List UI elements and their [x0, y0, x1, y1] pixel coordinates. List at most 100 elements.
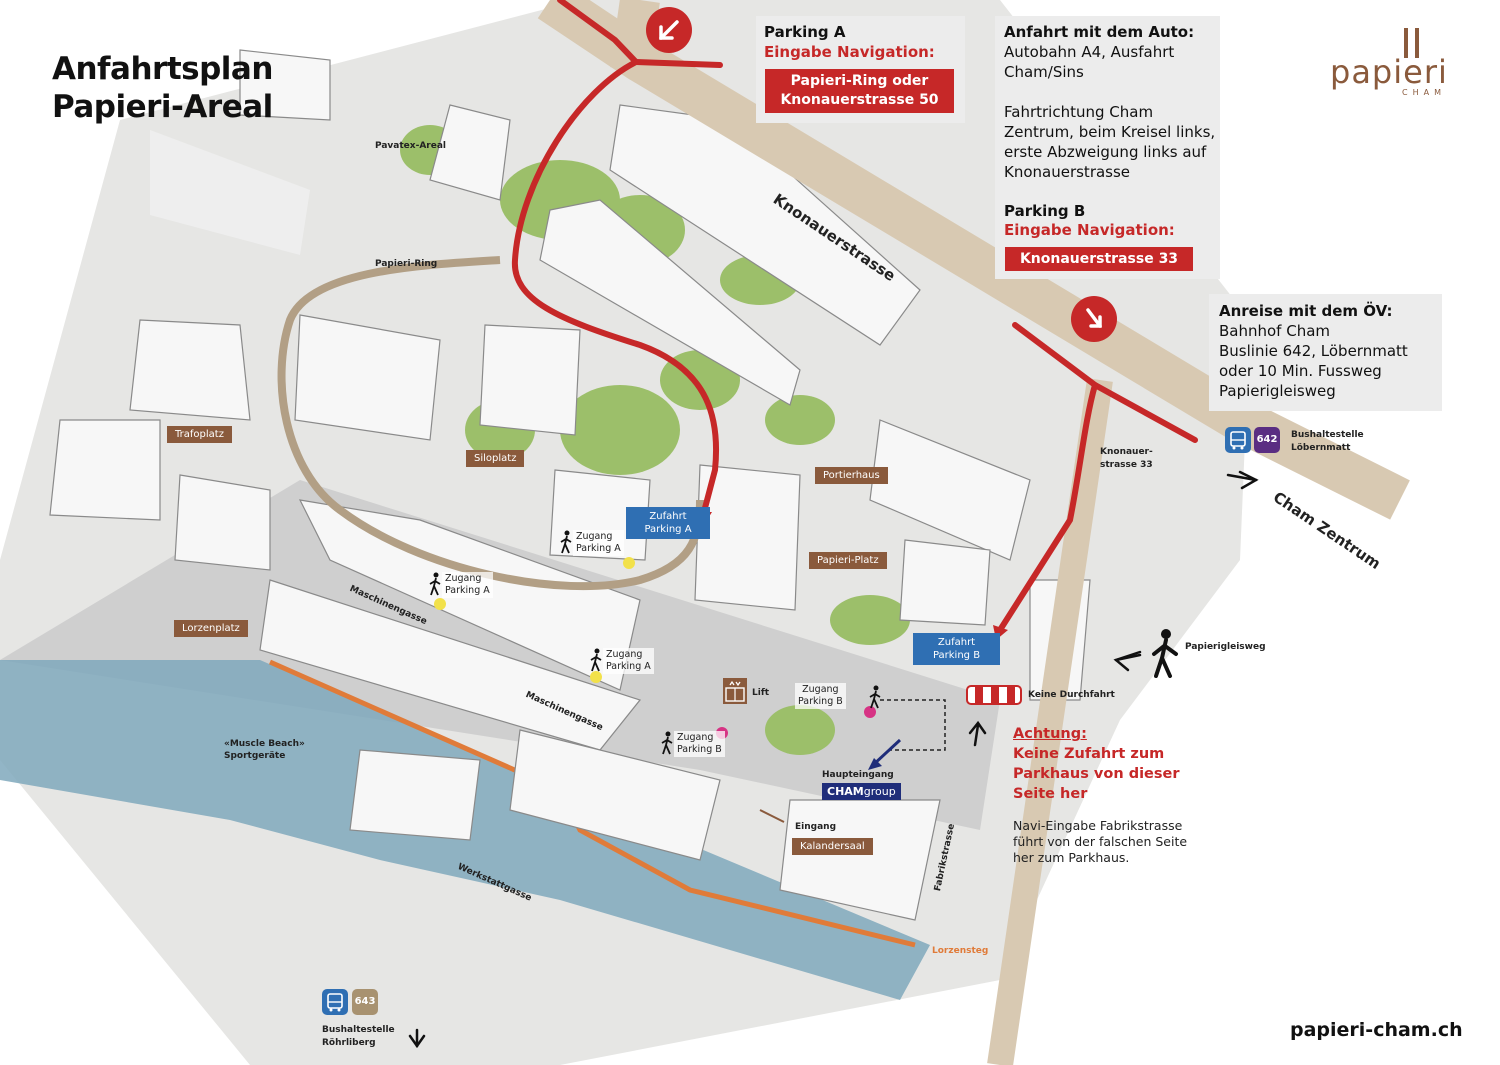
- zugang-line-2: Parking A: [576, 543, 621, 554]
- public-transport-panel: Anreise mit dem ÖV: Bahnhof Cham Buslini…: [1209, 294, 1442, 411]
- title-line-1: Anfahrtsplan: [52, 51, 273, 87]
- parking-a-nav-line-2: Knonauerstrasse 50: [780, 92, 939, 108]
- muscle-beach-line-1: «Muscle Beach»: [224, 739, 305, 749]
- note-line: her zum Parkhaus.: [1013, 850, 1130, 865]
- car-directions-panel: Anfahrt mit dem Auto: Autobahn A4, Ausfa…: [995, 16, 1220, 279]
- ov-line: Papierigleisweg: [1219, 382, 1336, 400]
- zugang-line-1: Zugang: [677, 732, 714, 743]
- car-line: Knonauerstrasse: [1004, 163, 1131, 181]
- fabrikstrasse-road: [987, 378, 1113, 1065]
- area-label-muscle-beach: «Muscle Beach» Sportgeräte: [224, 738, 305, 762]
- zugang-line-1: Zugang: [445, 573, 482, 584]
- zugang-b-dot: [864, 706, 876, 718]
- route-direction-marker-a: [646, 7, 692, 53]
- place-tag-trafoplatz: Trafoplatz: [167, 426, 232, 443]
- zugang-line-2: Parking A: [445, 585, 490, 596]
- car-line: Cham/Sins: [1004, 63, 1084, 81]
- zugang-a-dot: [590, 671, 602, 683]
- car-directions-text: Autobahn A4, Ausfahrt Cham/Sins Fahrtric…: [1004, 42, 1215, 182]
- logo-sub: CHAM: [1402, 88, 1446, 97]
- warning-line: Seite her: [1013, 786, 1088, 802]
- zugang-line-1: Zugang: [576, 531, 613, 542]
- warning-line: Parkhaus von dieser: [1013, 766, 1180, 782]
- path-label-lorzensteg: Lorzensteg: [932, 946, 989, 956]
- place-tag-siloplatz: Siloplatz: [466, 450, 525, 467]
- zugang-line-1: Zugang: [802, 684, 839, 695]
- car-line: Fahrtrichtung Cham: [1004, 103, 1154, 121]
- direction-arrows: [408, 470, 1259, 1049]
- walker-icon: [869, 685, 881, 709]
- eingang-arrow: [759, 809, 785, 823]
- place-tag-kalandersaal: Kalandersaal: [792, 838, 873, 855]
- cham-group-word: CHAM: [827, 785, 864, 798]
- knonauerstrasse-road: [537, 0, 1410, 520]
- warning-heading: Achtung:: [1013, 726, 1087, 742]
- cham-group-suffix: group: [863, 785, 896, 798]
- path-label-papierigleisweg: Papierigleisweg: [1185, 642, 1266, 652]
- walker-icon: [429, 572, 441, 596]
- bus-icon: [322, 989, 348, 1015]
- parking-b-nav-button: Knonauerstrasse 33: [1005, 247, 1193, 271]
- zugang-line-2: Parking B: [677, 744, 722, 755]
- ov-line: Buslinie 642, Löbernmatt: [1219, 342, 1408, 360]
- parking-a-panel: Parking A Eingabe Navigation: Papieri-Ri…: [756, 16, 965, 123]
- logo-word: papieri: [1330, 53, 1448, 91]
- lorzensteg-path: [268, 659, 916, 948]
- lift-icon: [723, 678, 747, 704]
- car-heading: Anfahrt mit dem Auto:: [1004, 23, 1195, 41]
- label-haupteingang: Haupteingang: [822, 770, 894, 780]
- warning-block: Achtung: Keine Zufahrt zum Parkhaus von …: [1013, 724, 1180, 804]
- place-tag-papieri-platz: Papieri-Platz: [809, 552, 887, 569]
- place-tag-portierhaus: Portierhaus: [815, 467, 888, 484]
- parking-b-subheading: Eingabe Navigation:: [1004, 221, 1175, 239]
- bus-stop-roehrliberg-label: Bushaltestelle Röhrliberg: [322, 1024, 395, 1050]
- parking-b-heading: Parking B: [1004, 202, 1086, 220]
- walker-icon: [560, 530, 572, 554]
- address-line-2: strasse 33: [1100, 460, 1153, 470]
- car-line: Autobahn A4, Ausfahrt: [1004, 43, 1175, 61]
- car-line-spacer: [1004, 82, 1215, 102]
- car-line: erste Abzweigung links auf: [1004, 143, 1207, 161]
- website-link[interactable]: papieri-cham.ch: [1290, 1019, 1463, 1041]
- zufahrt-parking-a-tag: Zufahrt Parking A: [626, 507, 710, 539]
- zufahrt-b-line-2: Parking B: [932, 650, 981, 661]
- ov-line: oder 10 Min. Fussweg: [1219, 362, 1382, 380]
- papieri-ring-road: [277, 256, 704, 591]
- note-line: führt von der falschen Seite: [1013, 834, 1188, 849]
- page-title: Anfahrtsplan Papieri-Areal: [52, 50, 273, 126]
- arrow-left-icon: [659, 20, 679, 40]
- zufahrt-b-line-1: Zufahrt: [937, 637, 976, 648]
- bus-stop-name-line-1: Bushaltestelle: [322, 1025, 395, 1035]
- parking-a-heading: Parking A: [764, 23, 846, 41]
- footpath-dashed: [880, 699, 946, 751]
- pavatex-block: [150, 130, 310, 255]
- pedestrian-icon: [1150, 628, 1180, 682]
- label-lift: Lift: [752, 688, 770, 698]
- bus-stop-name-line-2: Löbernmatt: [1291, 443, 1351, 453]
- muscle-beach-line-2: Sportgeräte: [224, 751, 286, 761]
- zufahrt-parking-b-tag: Zufahrt Parking B: [913, 633, 1000, 665]
- bus-stop-loebernmatt-label: Bushaltestelle Löbernmatt: [1291, 429, 1364, 455]
- bus-stop-name-line-1: Bushaltestelle: [1291, 430, 1364, 440]
- barrier: [966, 685, 1022, 705]
- zugang-a-dot: [623, 557, 635, 569]
- label-eingang: Eingang: [795, 822, 837, 832]
- bus-icon: [1225, 427, 1251, 453]
- address-label-knonauerstrasse-33: Knonauer- strasse 33: [1100, 446, 1153, 472]
- label-keine-durchfahrt: Keine Durchfahrt: [1028, 690, 1115, 700]
- bus-line-643: 643: [352, 989, 378, 1015]
- papieri-logo: papieri CHAM: [1330, 28, 1450, 97]
- street-label-papieri-ring: Papieri-Ring: [375, 259, 438, 269]
- route-lines: [511, 0, 1198, 633]
- note-line: Navi-Eingabe Fabrikstrasse: [1013, 818, 1183, 833]
- warning-line: Keine Zufahrt zum: [1013, 746, 1165, 762]
- cham-group-badge: CHAMgroup: [822, 783, 901, 800]
- haupteingang-arrowhead: [868, 758, 882, 770]
- zufahrt-a-line-1: Zufahrt: [649, 511, 687, 522]
